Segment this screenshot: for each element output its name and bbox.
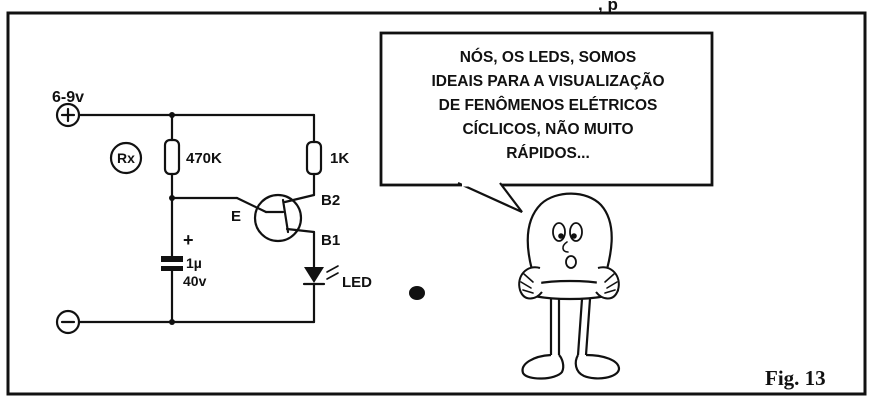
- capacitor-plate-top: [161, 256, 183, 262]
- led-character-left-eye: [552, 222, 566, 242]
- capacitor-value-label: 1µ: [186, 255, 202, 271]
- supply-voltage-label: 6-9v: [52, 89, 84, 106]
- speech-bubble-tail: [457, 181, 523, 214]
- resistor-1k: [305, 140, 323, 176]
- speech-line-4: CÍCLICOS, NÃO MUITO: [462, 120, 633, 138]
- resistor-1k-label: 1K: [330, 150, 349, 167]
- figure-frame: [6, 11, 867, 396]
- led-character-illustration: [518, 192, 621, 380]
- rx-marker: [109, 141, 143, 175]
- b2-label: B2: [321, 192, 340, 209]
- top-text-fragment: , p: [598, 0, 618, 14]
- led-character-mouth: [565, 255, 577, 269]
- led-label: LED: [342, 274, 372, 291]
- circuit-schematic: 6-9v 470K Rx E + 1µ 40v: [52, 89, 372, 335]
- capacitor-polarity-plus: +: [183, 230, 194, 250]
- b1-label: B1: [321, 232, 340, 249]
- capacitor-voltage-label: 40v: [183, 273, 207, 289]
- ink-blot: [409, 286, 425, 300]
- speech-line-2: IDEAIS PARA A VISUALIZAÇÃO: [431, 72, 664, 90]
- resistor-470k: [163, 138, 181, 176]
- led-character-left-foot: [521, 353, 565, 380]
- speech-bubble: NÓS, OS LEDS, SOMOS IDEAIS PARA A VISUAL…: [379, 31, 714, 214]
- led-character-right-eye: [569, 222, 583, 242]
- led-character-head: [526, 192, 613, 288]
- rx-label: Rx: [117, 150, 135, 166]
- speech-line-3: DE FENÔMENOS ELÉTRICOS: [439, 96, 658, 114]
- resistor-470k-label: 470K: [186, 150, 222, 167]
- speech-bubble-box: [379, 31, 714, 187]
- speech-line-5: RÁPIDOS...: [506, 145, 590, 162]
- led-character-right-foot: [574, 353, 621, 380]
- led-character-right-leg: [576, 297, 584, 357]
- emitter-label: E: [231, 208, 241, 225]
- led-symbol: [304, 267, 324, 283]
- capacitor-plate-bottom: [161, 266, 183, 271]
- figure-caption: Fig. 13: [765, 366, 826, 390]
- transistor-body: [253, 193, 303, 243]
- speech-line-1: NÓS, OS LEDS, SOMOS: [460, 48, 637, 66]
